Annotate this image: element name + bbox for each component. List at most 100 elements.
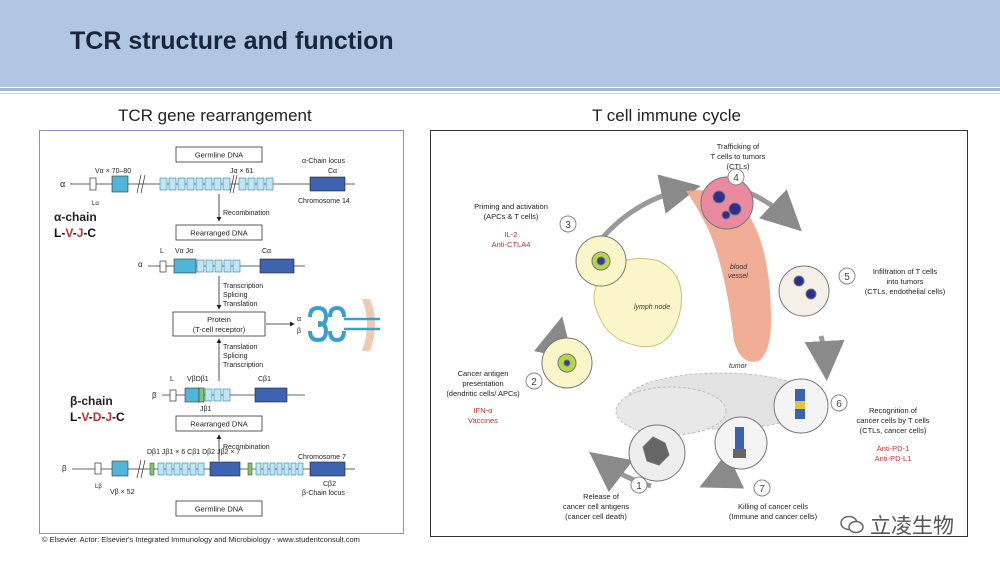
- blood-label: blood: [730, 264, 748, 271]
- tcr-protein-icon: α β: [297, 299, 380, 351]
- beta-chain-formula: L-V-D-J-C: [70, 410, 125, 424]
- step-translation-top: Translation: [223, 301, 257, 308]
- alpha-c-label: Cα: [328, 168, 337, 175]
- step-4-line-2: T cells to tumors: [711, 152, 766, 161]
- alpha-j-count: Jα × 61: [230, 168, 253, 175]
- right-panel-heading: T cell immune cycle: [592, 106, 741, 125]
- beta-rearranged-c: Cβ1: [258, 376, 271, 383]
- step-5-line-2: into tumors: [886, 277, 923, 286]
- step-6-line-2: cancer cells by T cells: [856, 416, 929, 425]
- step-5-line-1: Infiltration of T cells: [873, 267, 938, 276]
- alpha-rearranged-c: Cα: [262, 248, 271, 255]
- step-6-line-1: Recognition of: [869, 406, 918, 415]
- step-4-line-3: (CTLs): [727, 162, 750, 171]
- step-2-drug-1: IFN-α: [474, 406, 494, 415]
- step-5-number: 5: [844, 272, 850, 283]
- beta-c2-label: Cβ2: [323, 481, 336, 488]
- alpha-rearranged-vj: Vα Jα: [175, 248, 193, 255]
- step-transcription-top: Transcription: [223, 283, 263, 290]
- wechat-icon: [840, 515, 864, 534]
- alpha-chromosome: Chromosome 14: [298, 198, 350, 205]
- protein-beta: β: [297, 328, 301, 335]
- protein-sublabel: (T-cell receptor): [193, 325, 246, 334]
- beta-chain-label: β-chain: [70, 394, 113, 408]
- step-splicing-top: Splicing: [223, 292, 248, 299]
- rearranged-dna-box-bottom: [175, 415, 263, 432]
- beta-rearranged-greek: β: [152, 391, 157, 400]
- germline-dna-label-bottom: Germline DNA: [195, 505, 243, 514]
- alpha-c-segment: [309, 176, 346, 192]
- step-3-drug-1: IL-2: [505, 230, 518, 239]
- step-4-number: 4: [733, 173, 739, 184]
- germline-dna-label-top: Germline DNA: [195, 151, 243, 160]
- rearranged-dna-box-top: [175, 224, 263, 241]
- step-7-line-1: Killing of cancer cells: [738, 502, 808, 511]
- divider-thin: [0, 93, 1000, 94]
- step-6-number: 6: [836, 399, 842, 410]
- step-7-line-2: (Immune and cancer cells): [729, 512, 818, 521]
- beta-l-label: Lβ: [95, 484, 102, 490]
- step-1-line-1: Release of: [583, 492, 620, 501]
- step-4-line-1: Trafficking of: [717, 142, 760, 151]
- rearranged-dna-label-top: Rearranged DNA: [190, 229, 248, 238]
- alpha-chain-formula: L-V-J-C: [54, 226, 96, 240]
- alpha-greek: α: [60, 179, 65, 189]
- tumor-illustration: tumor: [615, 363, 817, 436]
- beta-locus-label: β-Chain locus: [302, 490, 345, 497]
- beta-rearranged-l: L: [170, 376, 174, 383]
- beta-v-count: Vβ × 52: [110, 489, 135, 496]
- protein-label: Protein: [207, 315, 231, 324]
- step-3-number: 3: [565, 220, 571, 231]
- watermark: 立凌生物: [840, 510, 954, 540]
- step-6-drug-2: Anti-PD-L1: [875, 454, 912, 463]
- step-3-line-2: (APCs & T cells): [484, 212, 539, 221]
- beta-rearranged-vdj: VβDβ1: [187, 376, 209, 383]
- protein-box: [172, 311, 266, 337]
- step-3-line-1: Priming and activation: [474, 202, 548, 211]
- lymph-node-label: lymph node: [634, 304, 670, 311]
- step-6-line-3: (CTLs, cancer cells): [860, 426, 927, 435]
- step-2-line-3: (dendritic cells/ APCs): [446, 389, 520, 398]
- beta-segment-labels: Dβ1 Jβ1 × 6 Cβ1 Dβ2 Jβ2 × 7: [147, 449, 240, 456]
- blood-vessel-illustration: blood vessel: [686, 190, 771, 362]
- germline-dna-box-top: [175, 146, 263, 163]
- step-recombination-bottom: Recombination: [223, 444, 270, 451]
- step-2-drug-2: Vaccines: [468, 416, 498, 425]
- alpha-l-label: Lα: [92, 201, 99, 207]
- tcr-rearrangement-figure: Germline DNA α Vα × 70–80 Jα × 61 α-Chai…: [39, 130, 404, 534]
- beta-rearranged-j: Jβ1: [200, 406, 212, 413]
- cycle-arrows: [534, 174, 845, 493]
- title-banner: TCR structure and function: [0, 0, 1000, 87]
- step-6-drug-1: Anti-PD-1: [877, 444, 910, 453]
- step-recombination-top: Recombination: [223, 210, 270, 217]
- protein-alpha: α: [297, 316, 301, 323]
- figure-credit: © Elsevier. Actor: Elsevier's Integrated…: [42, 535, 360, 544]
- alpha-chain-label: α-chain: [54, 210, 97, 224]
- germline-dna-box-bottom: [175, 500, 263, 517]
- alpha-rearranged-greek: α: [138, 260, 143, 269]
- beta-greek: β: [62, 464, 67, 473]
- alpha-v-count: Vα × 70–80: [95, 168, 131, 175]
- rearranged-dna-label-bottom: Rearranged DNA: [190, 420, 248, 429]
- immune-cycle-figure: lymph node blood vessel tumor: [430, 130, 968, 537]
- tumor-label: tumor: [729, 363, 748, 370]
- step-1-line-3: (cancer cell death): [565, 512, 627, 521]
- step-1-number: 1: [636, 481, 642, 492]
- step-transcription-bottom: Transcription: [223, 362, 263, 369]
- step-7-number: 7: [759, 484, 765, 495]
- step-2-line-2: presentation: [462, 379, 503, 388]
- divider: [0, 88, 1000, 91]
- beta-chromosome: Chromosome 7: [298, 454, 346, 461]
- alpha-v-segment: [111, 175, 129, 193]
- alpha-locus-label: α-Chain locus: [302, 158, 345, 165]
- step-1-line-2: cancer cell antigens: [563, 502, 630, 511]
- step-translation-bottom: Translation: [223, 344, 257, 351]
- step-splicing-bottom: Splicing: [223, 353, 248, 360]
- step-illustrations: [541, 176, 830, 482]
- step-3-drug-2: Anti-CTLA4: [492, 240, 531, 249]
- step-2-number: 2: [531, 377, 537, 388]
- alpha-rearranged-l: L: [160, 248, 164, 255]
- vessel-label: vessel: [728, 273, 748, 280]
- step-5-line-3: (CTLs, endothelial cells): [865, 287, 946, 296]
- slide-title: TCR structure and function: [70, 27, 394, 55]
